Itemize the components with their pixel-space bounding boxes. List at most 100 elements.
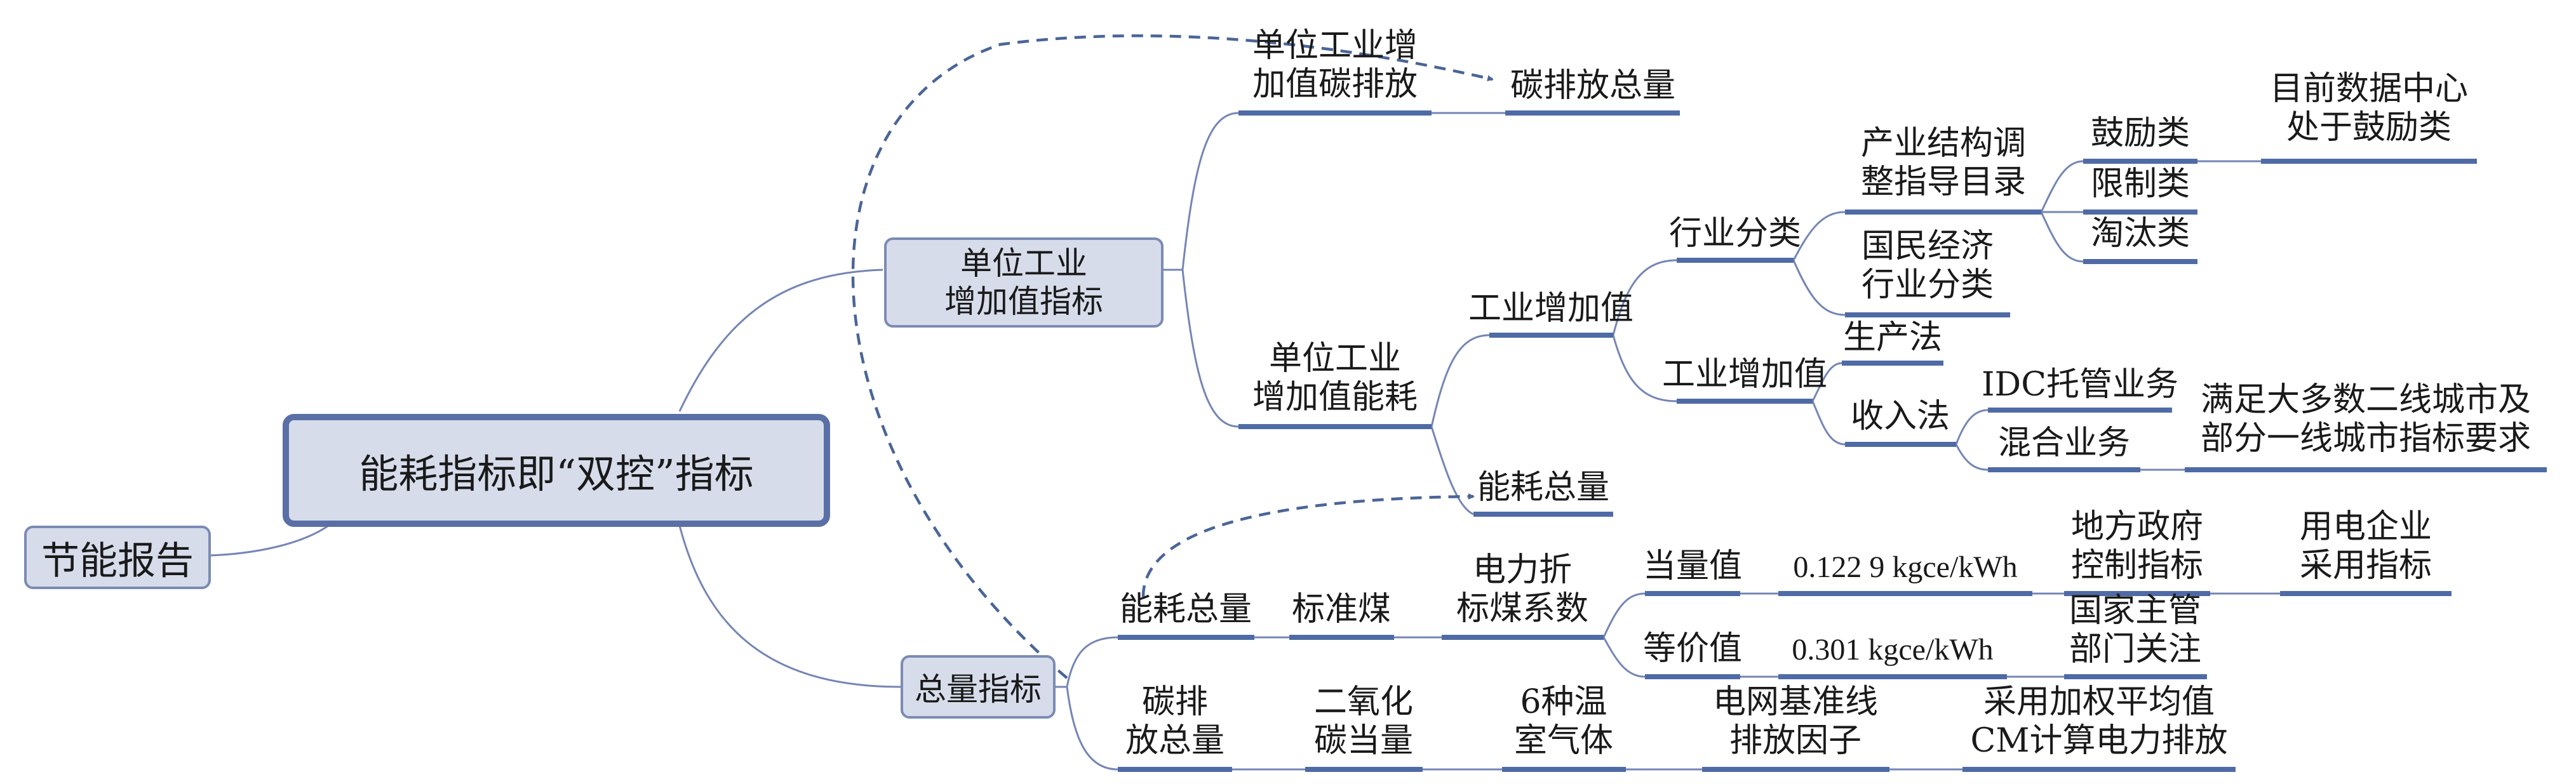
node-local-gov: 地方政府 控制指标 xyxy=(2071,508,2203,585)
node-industry-guide-line2: 整指导目录 xyxy=(1860,163,2027,201)
node-industrial-value-b-label: 工业增加值 xyxy=(1661,355,1828,394)
node-co2-equiv-line1: 二氧化 xyxy=(1313,683,1414,721)
node-idc-hosting-label: IDC托管业务 xyxy=(1981,366,2179,404)
node-power-enterprise-line2: 采用指标 xyxy=(2299,546,2432,585)
connector-main-unit xyxy=(678,269,883,412)
dashed-arrow-carbon-relation xyxy=(851,34,1494,679)
node-mixed-business: 混合业务 xyxy=(1998,424,2130,463)
node-ghg-line2: 室气体 xyxy=(1513,721,1614,760)
node-carbon-total-low-line2: 放总量 xyxy=(1125,721,1225,760)
node-dc-note: 目前数据中心 处于鼓励类 xyxy=(2270,70,2468,147)
node-eliminate-label: 淘汰类 xyxy=(2090,215,2190,253)
connector-b-income xyxy=(1811,401,1846,446)
node-main-topic-label: 能耗指标即“双控”指标 xyxy=(359,451,754,497)
connector-coef-equalprice xyxy=(1602,637,1646,678)
node-restrict: 限制类 xyxy=(2091,165,2190,204)
node-equivalent-coef: 0.122 9 kgce/kWh xyxy=(1793,550,2017,585)
node-total-indicator: 总量指标 xyxy=(901,655,1056,719)
node-production-method: 生产法 xyxy=(1843,319,1942,357)
node-local-gov-line1: 地方政府 xyxy=(2070,508,2204,546)
node-national-authority-line2: 部门关注 xyxy=(2069,630,2202,668)
connector-energy-value xyxy=(1430,334,1490,427)
node-equal-price-value-label: 等价值 xyxy=(1642,630,1743,668)
node-restrict-label: 限制类 xyxy=(2090,165,2190,203)
node-power-coef-line2: 标煤系数 xyxy=(1456,589,1589,628)
node-grid-factor-line1: 电网基准线 xyxy=(1712,683,1879,721)
node-standard-coal: 标准煤 xyxy=(1292,590,1391,629)
node-power-coef: 电力折 标煤系数 xyxy=(1456,551,1588,628)
connector-class-national xyxy=(1792,260,1846,316)
node-equivalent-value-label: 当量值 xyxy=(1642,547,1743,585)
node-city-note-line1: 满足大多数二线城市及 xyxy=(2200,381,2532,419)
node-national-authority: 国家主管 部门关注 xyxy=(2069,592,2201,669)
node-carbon-per-unit: 单位工业增 加值碳排放 xyxy=(1252,27,1418,104)
connector-guide-eliminate xyxy=(2040,211,2084,263)
node-weighted-avg: 采用加权平均值 CM计算电力排放 xyxy=(1970,683,2227,761)
node-unit-indicator-line1: 单位工业 xyxy=(960,245,1087,282)
node-local-gov-line2: 控制指标 xyxy=(2070,546,2204,585)
connector-value-class xyxy=(1612,259,1677,336)
node-production-method-label: 生产法 xyxy=(1842,319,1943,357)
connector-main-total xyxy=(678,525,901,688)
node-main-topic: 能耗指标即“双控”指标 xyxy=(283,414,830,527)
node-encourage: 鼓励类 xyxy=(2091,114,2190,153)
node-eliminate: 淘汰类 xyxy=(2091,215,2190,253)
node-energy-per-unit-line2: 增加值能耗 xyxy=(1252,378,1418,416)
node-energy-per-unit-line1: 单位工业 xyxy=(1268,340,1402,378)
node-national-class: 国民经济 行业分类 xyxy=(1862,227,1994,305)
node-industry-class-label: 行业分类 xyxy=(1668,215,1802,253)
node-grid-factor-line2: 排放因子 xyxy=(1729,721,1862,760)
connector-coef-equiv xyxy=(1602,592,1646,638)
node-equal-price-coef-label: 0.301 kgce/kWh xyxy=(1792,633,1994,667)
connector-value-b xyxy=(1612,335,1677,402)
node-dc-note-line1: 目前数据中心 xyxy=(2269,70,2469,108)
node-dc-note-line2: 处于鼓励类 xyxy=(2286,108,2452,147)
node-standard-coal-label: 标准煤 xyxy=(1291,590,1392,628)
node-carbon-total-low-line1: 碳排 xyxy=(1141,683,1209,721)
node-energy-total-low-label: 能耗总量 xyxy=(1119,590,1252,628)
node-income-method-label: 收入法 xyxy=(1850,397,1950,435)
connector-report-main xyxy=(209,523,331,557)
dashed-arrow-energy-relation xyxy=(1141,493,1475,597)
node-carbon-per-unit-line1: 单位工业增 xyxy=(1252,27,1418,65)
node-energy-per-unit: 单位工业 增加值能耗 xyxy=(1252,340,1418,417)
node-equivalent-coef-label: 0.122 9 kgce/kWh xyxy=(1793,550,2018,584)
node-unit-indicator: 单位工业 增加值指标 xyxy=(884,237,1164,328)
node-energy-total-low: 能耗总量 xyxy=(1120,590,1252,629)
node-national-authority-line1: 国家主管 xyxy=(2069,592,2202,630)
node-co2-equiv: 二氧化 碳当量 xyxy=(1314,683,1413,761)
node-encourage-label: 鼓励类 xyxy=(2090,114,2190,152)
node-grid-factor: 电网基准线 排放因子 xyxy=(1713,683,1878,761)
node-income-method: 收入法 xyxy=(1851,397,1950,436)
node-equivalent-value: 当量值 xyxy=(1643,547,1742,586)
node-carbon-per-unit-line2: 加值碳排放 xyxy=(1252,65,1418,103)
node-industry-guide-line1: 产业结构调 xyxy=(1860,124,2027,163)
node-industrial-value-a: 工业增加值 xyxy=(1468,289,1633,328)
connector-income-mixed xyxy=(1955,444,1989,471)
connector-total-carbon xyxy=(1066,686,1118,771)
connector-unit-energy xyxy=(1181,269,1239,428)
node-industry-class: 行业分类 xyxy=(1669,215,1801,253)
node-unit-indicator-line2: 增加值指标 xyxy=(944,283,1103,320)
node-national-class-line1: 国民经济 xyxy=(1861,227,1994,265)
node-industrial-value-b: 工业增加值 xyxy=(1662,355,1827,394)
node-energy-total-mid-label: 能耗总量 xyxy=(1477,468,1610,507)
node-carbon-total-top: 碳排放总量 xyxy=(1510,67,1675,105)
node-equal-price-value: 等价值 xyxy=(1643,630,1742,668)
node-ghg-line1: 6种温 xyxy=(1520,683,1607,721)
node-report: 节能报告 xyxy=(24,526,211,589)
node-national-class-line2: 行业分类 xyxy=(1861,265,1994,304)
connector-guide-encourage xyxy=(2040,160,2084,213)
node-ghg: 6种温 室气体 xyxy=(1514,683,1613,761)
node-carbon-total-low: 碳排 放总量 xyxy=(1125,683,1224,761)
node-carbon-total-top-label: 碳排放总量 xyxy=(1510,67,1676,105)
node-power-enterprise-line1: 用电企业 xyxy=(2299,508,2432,546)
node-city-note-line2: 部分一线城市指标要求 xyxy=(2200,419,2532,458)
node-city-note: 满足大多数二线城市及 部分一线城市指标要求 xyxy=(2201,381,2531,458)
connector-class-guide xyxy=(1792,211,1846,261)
node-industrial-value-a-label: 工业增加值 xyxy=(1468,289,1634,328)
node-mixed-business-label: 混合业务 xyxy=(1997,424,2131,462)
connector-b-production xyxy=(1811,362,1842,402)
node-total-indicator-label: 总量指标 xyxy=(915,671,1042,708)
